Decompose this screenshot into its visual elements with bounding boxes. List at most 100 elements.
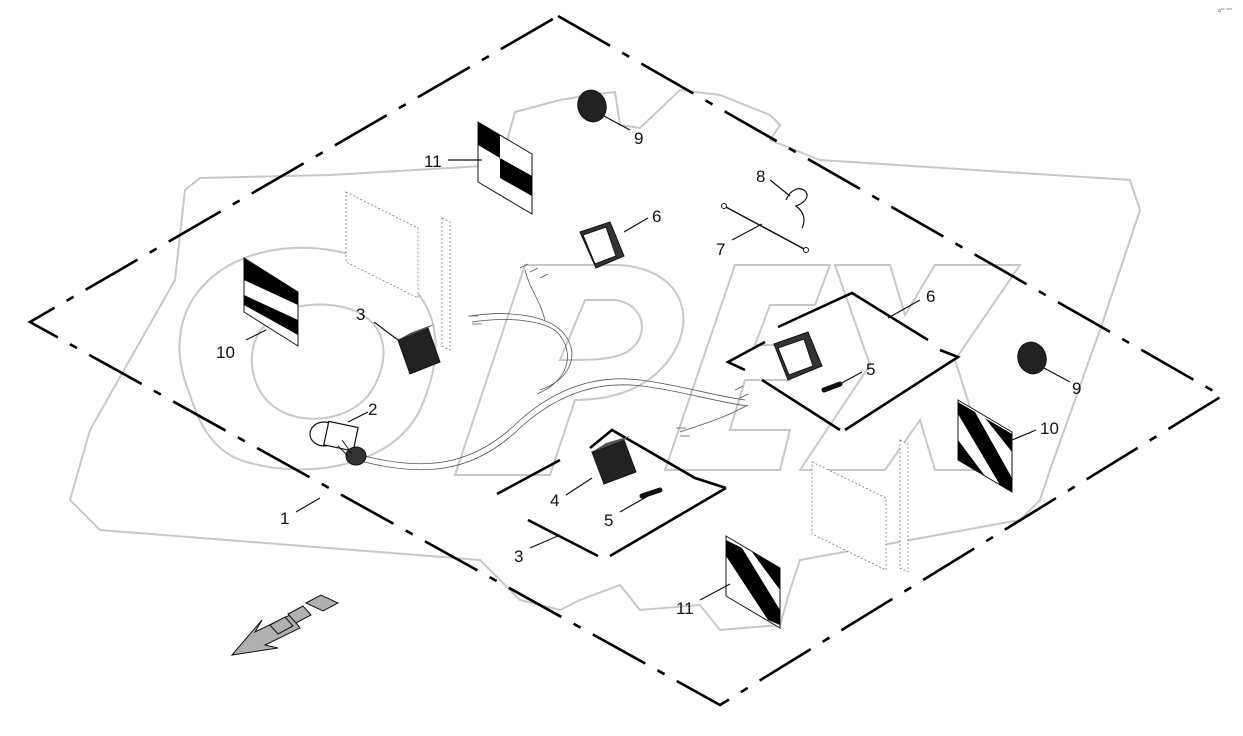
part-10-warning-plate-right [957,399,1013,493]
harness-main-cable [359,378,746,465]
leader-3b [529,534,561,549]
cap9-upper-disc [577,89,607,123]
part-6-lamp-upper [579,221,625,269]
callout-7: 7 [716,240,725,259]
plate11-lower-stripe-b [752,552,780,590]
harness-branch-left-twin [471,319,568,395]
bolt5-upper-shank [821,381,843,393]
plug-ribs [337,439,353,457]
part-6-lamp-framed [773,331,823,381]
harness-main-cable-twin [359,384,748,471]
watermark-letter-p [453,264,685,476]
part-10-warning-plate-left [243,257,299,347]
bracket-left-bar [441,217,451,351]
arrow-block-3 [304,594,340,612]
leader-9b [1043,367,1071,383]
frame-ur-segment-right [844,348,961,432]
pin-group-lower [676,427,690,437]
leader-9a [603,115,631,131]
leader-7 [731,223,763,241]
rod7-end-left [721,203,727,209]
harness-branch-up [524,269,546,321]
callout-3b: 3 [514,547,523,566]
pin-group-left [468,315,482,325]
part-11-warning-plate-upper [477,121,533,215]
bracket-right-plate [811,461,887,571]
callout-9b: 9 [1072,379,1081,398]
lamp-left-top [398,324,434,340]
pin-group-top [519,263,549,279]
subassembly-frame-lower [496,428,727,558]
arrow-block-1 [269,616,294,635]
frame-lo-segment-left [496,458,561,496]
harness-connector-pins [468,263,749,437]
leader-5a [837,371,863,386]
watermark-letter-x [798,264,1022,471]
bracket-left-plate [345,191,419,299]
lamp6-framed-lens [777,338,814,376]
callout-6b: 6 [926,287,935,306]
leader-11b [699,583,731,601]
part-5-bolt-upper [821,381,843,393]
lamp-lower-top [592,436,630,452]
reference-code: a°° °°° [1218,8,1232,14]
part-8-spring-clip [785,188,808,229]
lamp6-upper-lens [582,226,617,265]
part-7-rod [721,203,809,253]
callout-11b: 11 [676,599,694,618]
part-2-plug-connector [309,420,367,466]
callout-2: 2 [368,400,377,419]
plug-socket-end [345,446,367,466]
leader-2 [347,411,369,423]
harness-branch-right [679,404,749,433]
leader-4 [565,477,593,496]
callout-9a: 9 [634,129,643,148]
frame-lo-segment-bottom [527,518,599,558]
plate10-left-stripe-b [244,295,298,335]
assembly-boundary [27,14,1225,707]
frame-lo-segment-right [609,486,727,558]
harness-branch-left [469,313,573,391]
part-3-lamp-left [397,324,441,375]
rod7-shaft [723,205,807,251]
plug-sleeve [323,420,359,452]
mounting-bracket-right [811,439,909,573]
plate10-right-stripe-c [958,440,985,476]
lamp-lower-front [591,439,637,485]
callout-11a: 11 [424,152,442,171]
part-5-bolt-lower [639,487,663,499]
mounting-bracket-left [345,191,451,351]
arrow-head [230,614,301,656]
callout-8: 8 [756,167,765,186]
pin-group-right [734,385,749,399]
callout-10a: 10 [216,343,235,362]
cap9-right-disc [1017,341,1047,375]
callout-3a: 3 [356,305,365,324]
callout-6a: 6 [652,207,661,226]
arrow-block-2 [287,605,312,624]
watermark-gear-outline [68,88,1142,632]
wiring-harness [359,263,749,471]
bracket-right-bar [899,439,909,573]
plate11-lower-stripe-a [726,540,780,625]
plate11-upper-stripe-a [478,122,500,158]
rod7-end-right [803,247,809,253]
part-9-cap-upper [577,89,607,123]
part-9-cap-right [1017,341,1047,375]
bolt5-lower-shank [639,487,663,499]
callout-4: 4 [550,491,559,510]
subassembly-frame-upper-right [725,291,961,432]
leader-1 [295,497,321,513]
direction-arrow [230,594,340,656]
frame-ur-segment-top [777,291,929,342]
frame-ur-segment-bottom [761,378,841,432]
callout-10b: 10 [1040,419,1059,438]
callout-5a: 5 [866,360,875,379]
leader-3a [373,321,399,341]
leader-10a [245,329,267,341]
leader-6a [623,217,649,233]
plate11-upper-stripe-b [500,158,532,196]
leader-lines [245,115,1071,601]
callout-labels: 1 2 3 3 4 5 5 6 6 7 8 9 9 10 10 11 11 [216,129,1081,618]
